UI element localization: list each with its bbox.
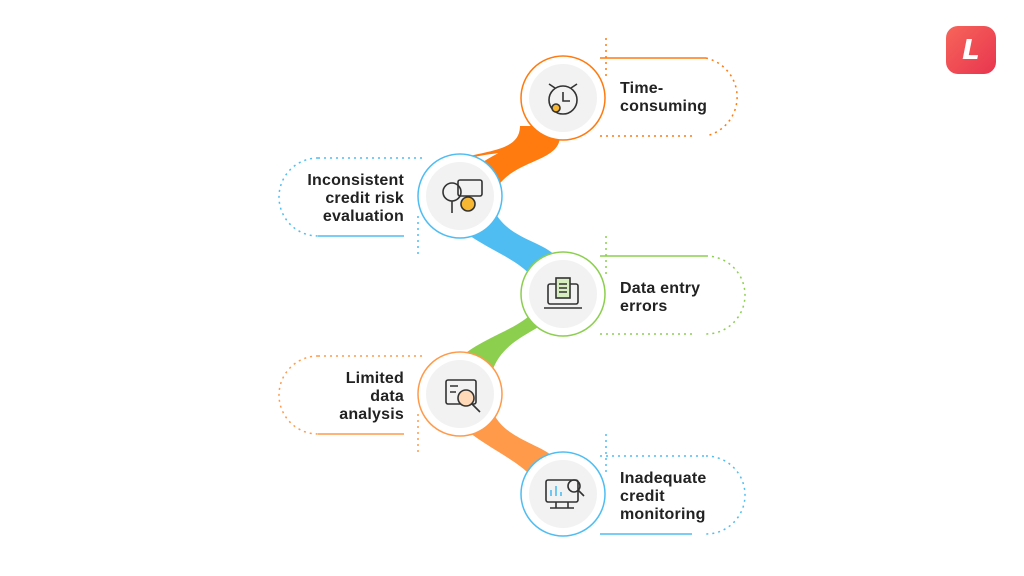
alarm-clock-icon <box>548 83 578 115</box>
step-1-dotted-cap <box>705 57 738 137</box>
step-1 <box>520 38 738 141</box>
step-2 <box>278 153 503 256</box>
risk-evaluation-icon <box>442 179 483 213</box>
step-3 <box>520 236 746 337</box>
step-3-label: Data entry errors <box>620 280 701 315</box>
step-3-dotted-cap <box>705 255 746 335</box>
step-5-disc <box>529 460 597 528</box>
step-4 <box>278 351 503 454</box>
monitor-analytics-icon <box>545 479 585 509</box>
step-2-label: Inconsistent credit risk evaluation <box>307 172 404 225</box>
step-5 <box>520 434 746 537</box>
step-5-label: Inadequate credit monitoring <box>620 470 707 523</box>
step-1-label: Time- consuming <box>620 80 708 115</box>
data-analysis-icon <box>445 379 481 413</box>
brand-logo: L <box>946 26 996 74</box>
step-5-dotted-cap <box>705 455 746 535</box>
logo-letter: L <box>962 33 980 66</box>
laptop-document-icon <box>544 277 582 309</box>
step-4-label: Limited data analysis <box>339 370 404 423</box>
step-4-dotted-cap <box>278 355 319 435</box>
step-2-dotted-cap <box>278 157 319 237</box>
